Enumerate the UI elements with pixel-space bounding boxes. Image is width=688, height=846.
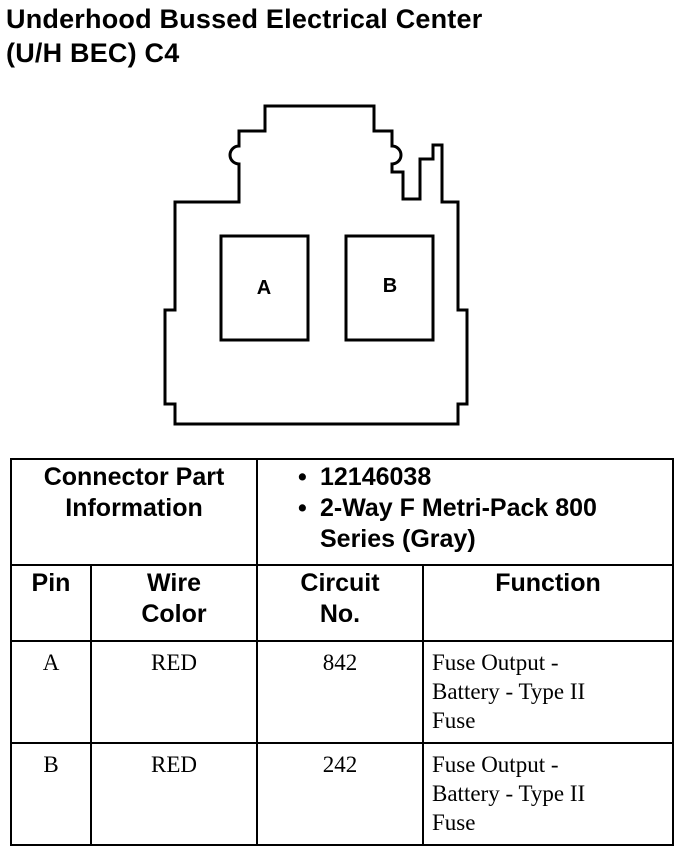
function-line: Fuse Output - [432, 650, 559, 675]
header-circuit-no: Circuit No. [256, 564, 424, 642]
header-function-text: Function [495, 569, 601, 597]
circuit-cell: 842 [256, 640, 424, 744]
connector-outline [163, 104, 469, 426]
table-row: B RED 242 Fuse Output - Battery - Type I… [10, 742, 674, 846]
part-number: 12146038 [298, 462, 672, 493]
function-cell: Fuse Output - Battery - Type II Fuse [422, 742, 674, 846]
part-info-values: 12146038 2-Way F Metri-Pack 800 Series (… [256, 458, 674, 566]
title-line-2: (U/H BEC) C4 [6, 38, 180, 68]
cavity-b-label: B [383, 275, 397, 297]
part-info-row: Connector Part Information 12146038 2-Wa… [10, 458, 674, 566]
part-description: 2-Way F Metri-Pack 800 Series (Gray) [298, 493, 672, 555]
title-line-1: Underhood Bussed Electrical Center [6, 4, 483, 34]
function-line: Battery - Type II [432, 679, 586, 704]
header-function: Function [422, 564, 674, 642]
function-cell: Fuse Output - Battery - Type II Fuse [422, 640, 674, 744]
pin-cell: B [10, 742, 92, 846]
circuit-cell: 242 [256, 742, 424, 846]
function-line: Fuse [432, 810, 476, 835]
connector-face-diagram: A B [163, 104, 469, 426]
header-pin: Pin [10, 564, 92, 642]
cavity-a-label: A [257, 277, 271, 299]
table-row: A RED 842 Fuse Output - Battery - Type I… [10, 640, 674, 744]
wire-color-cell: RED [90, 640, 258, 744]
connector-info-table: Connector Part Information 12146038 2-Wa… [10, 458, 674, 846]
function-line: Fuse Output - [432, 752, 559, 777]
header-circuit-line-1: Circuit [300, 569, 380, 597]
page-title: Underhood Bussed Electrical Center (U/H … [6, 2, 482, 70]
function-line: Fuse [432, 708, 476, 733]
part-info-label-line-2: Information [65, 494, 203, 522]
part-info-label-line-1: Connector Part [43, 463, 225, 491]
header-circuit-line-2: No. [319, 600, 361, 628]
cavity-a [219, 234, 310, 342]
column-header-row: Pin Wire Color Circuit No. Function [10, 564, 674, 642]
header-wire-color: Wire Color [90, 564, 258, 642]
header-wire-color-line-2: Color [141, 600, 207, 628]
header-wire-color-line-1: Wire [147, 569, 201, 597]
pin-cell: A [10, 640, 92, 744]
function-line: Battery - Type II [432, 781, 586, 806]
part-info-label: Connector Part Information [10, 458, 258, 566]
wire-color-cell: RED [90, 742, 258, 846]
cavity-b [344, 234, 435, 342]
header-pin-text: Pin [31, 569, 71, 597]
